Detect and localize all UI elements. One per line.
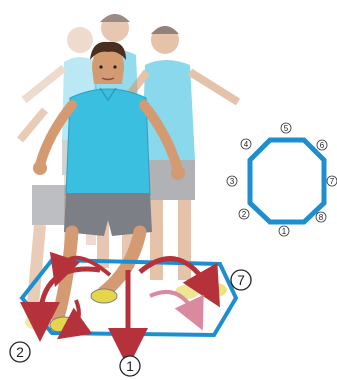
svg-text:1: 1 <box>126 358 134 374</box>
octagon-label-6: 6 <box>317 140 327 150</box>
main-label-left: 2 <box>10 342 30 362</box>
octagon-label-3: 3 <box>227 176 237 186</box>
octagon-label-5: 5 <box>281 123 291 133</box>
svg-text:1: 1 <box>282 227 287 236</box>
octagon-label-8: 8 <box>316 212 326 222</box>
svg-text:7: 7 <box>330 177 335 186</box>
main-label-right: 7 <box>231 270 251 290</box>
svg-text:6: 6 <box>320 141 325 150</box>
octagon-label-4: 4 <box>241 139 251 149</box>
svg-text:7: 7 <box>237 272 245 288</box>
main-label-front: 1 <box>120 356 140 376</box>
octagon-label-2: 2 <box>239 209 249 219</box>
svg-text:4: 4 <box>244 140 249 149</box>
svg-text:2: 2 <box>242 210 247 219</box>
svg-text:2: 2 <box>16 344 24 360</box>
octagon-label-7: 7 <box>327 176 337 186</box>
octagon-label-1: 1 <box>279 226 289 236</box>
octagon-diagram: 1 2 3 4 5 6 7 8 <box>227 123 337 236</box>
octagon-shape <box>250 140 324 222</box>
svg-text:8: 8 <box>319 213 324 222</box>
svg-text:3: 3 <box>230 177 235 186</box>
svg-text:5: 5 <box>284 124 289 133</box>
